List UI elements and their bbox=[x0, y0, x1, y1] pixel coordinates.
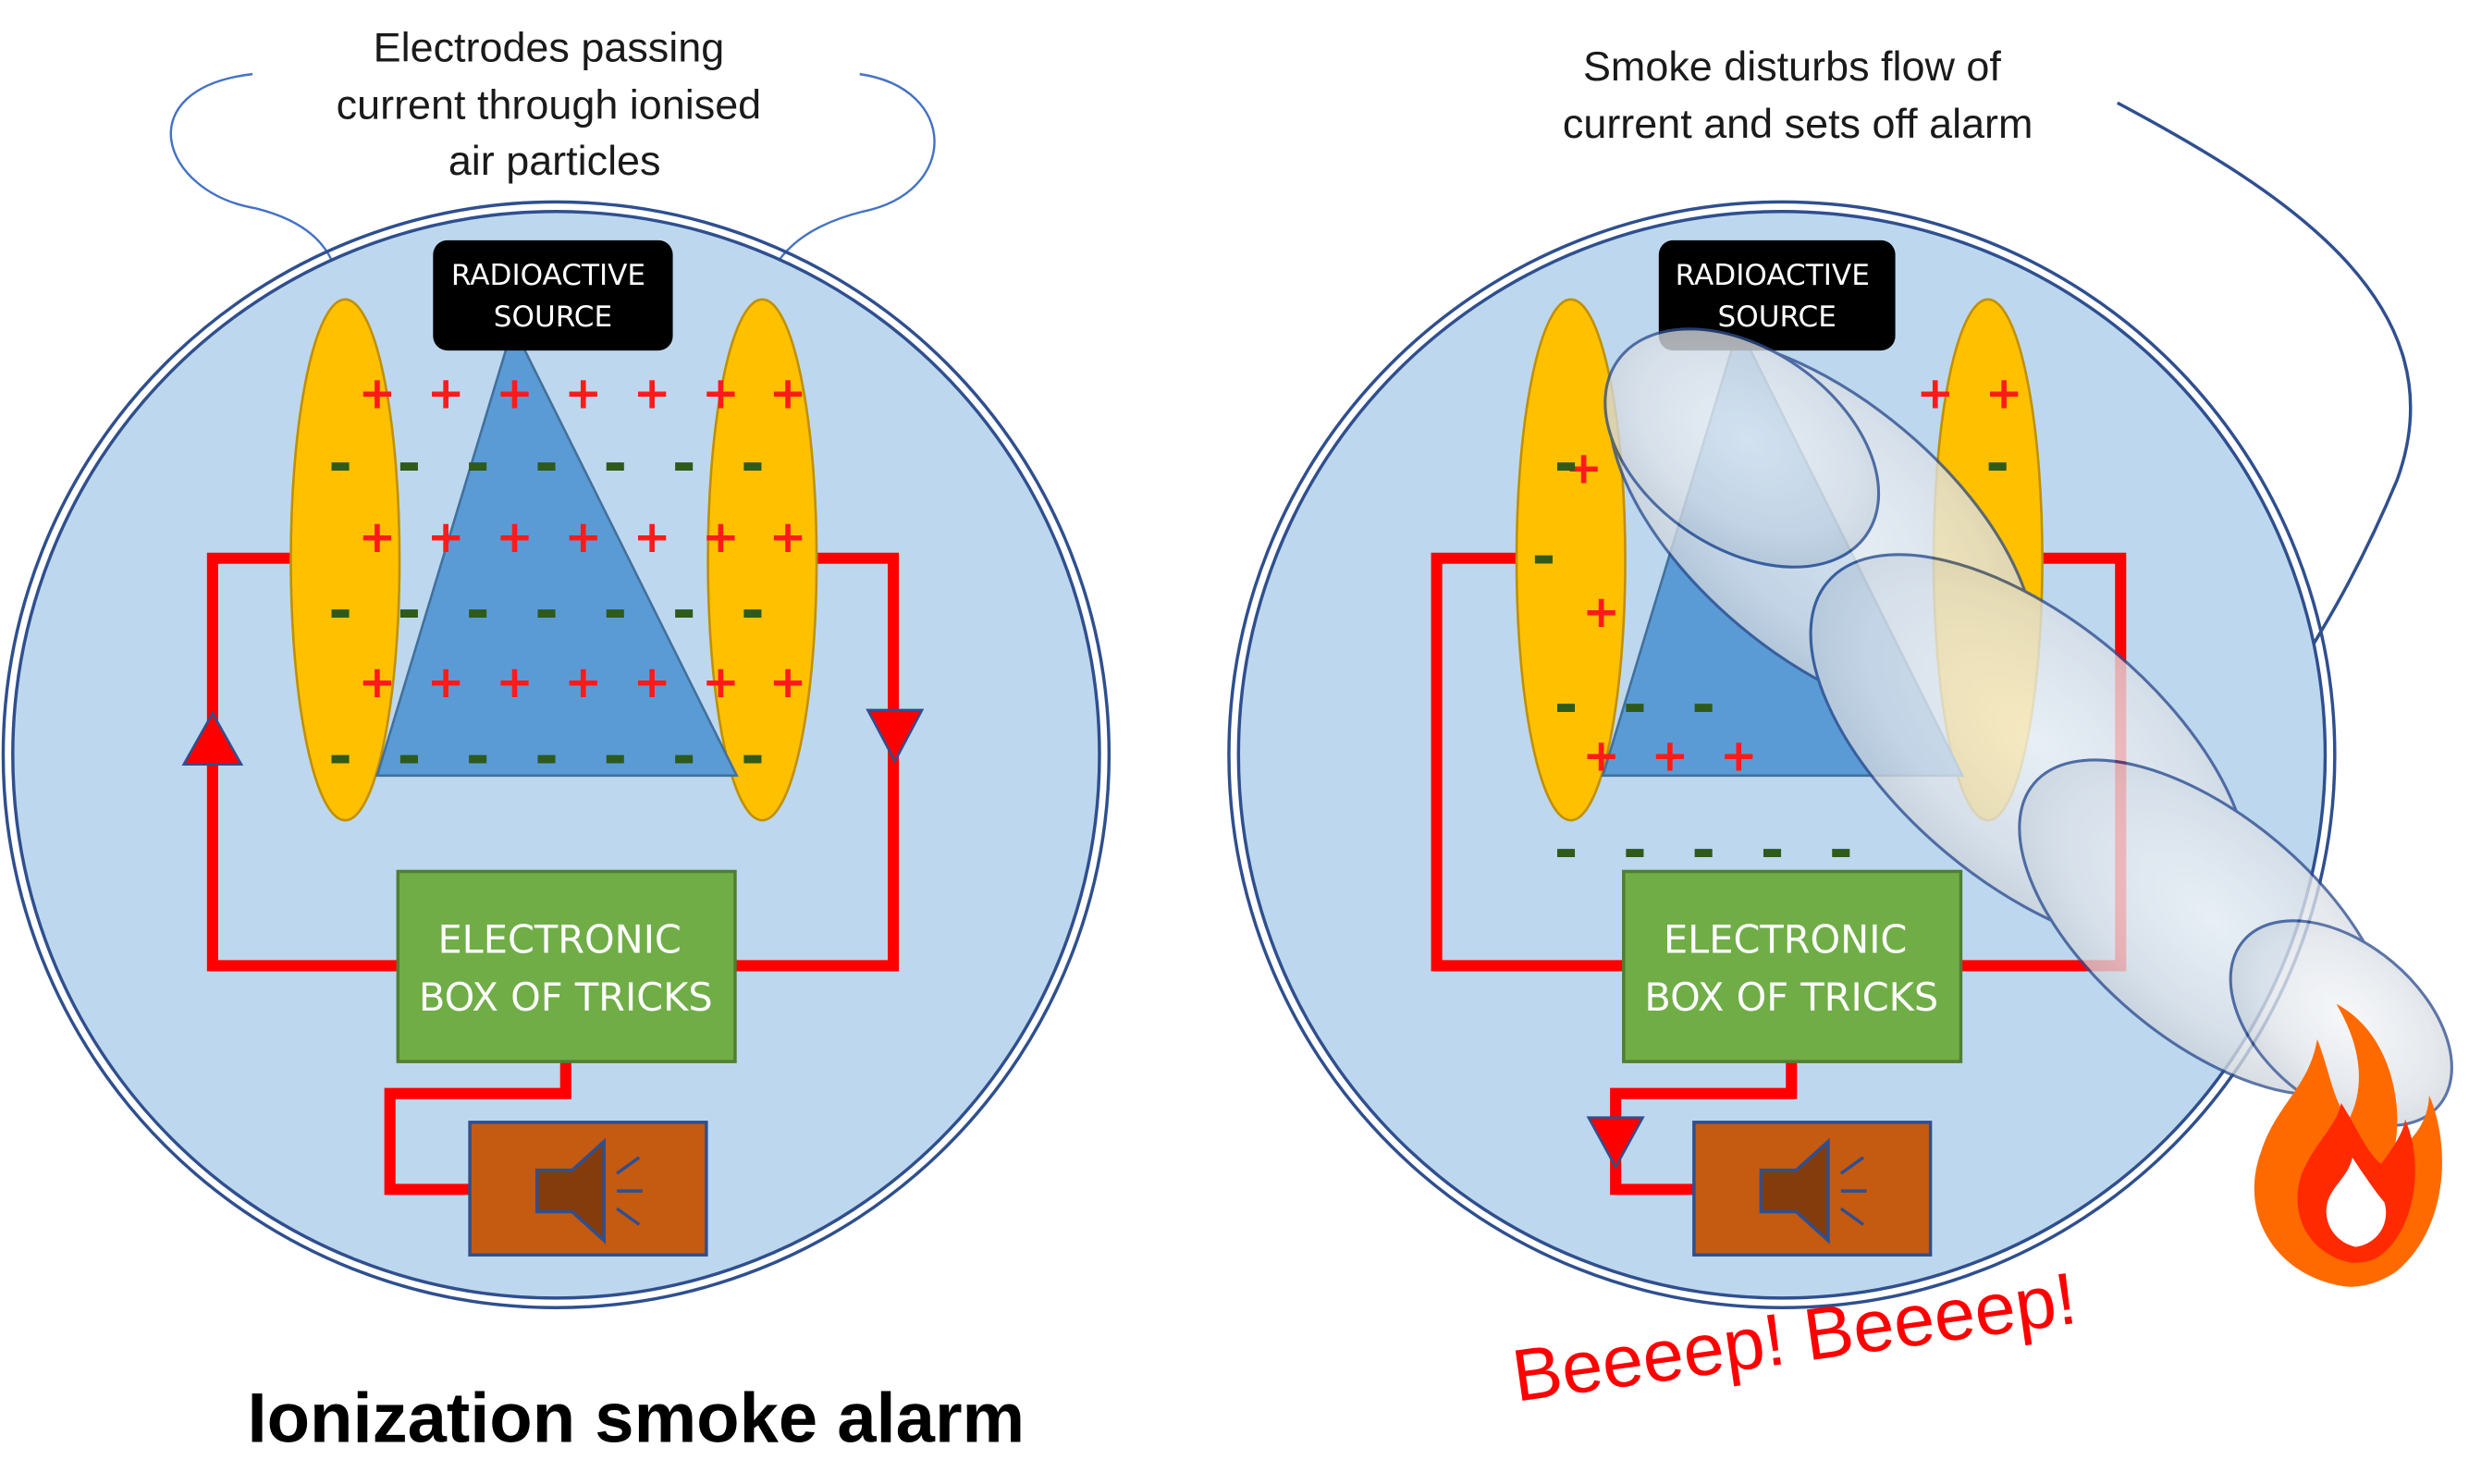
positive-ion: + bbox=[769, 511, 807, 563]
positive-ion: + bbox=[1582, 586, 1620, 638]
left-electrode-left bbox=[289, 298, 401, 822]
positive-ion: + bbox=[702, 511, 740, 563]
negative-ion: - bbox=[603, 722, 627, 790]
positive-ion: + bbox=[769, 656, 807, 708]
left-box-label: ELECTRONIC BOX OF TRICKS bbox=[419, 918, 713, 1020]
negative-ion: - bbox=[466, 577, 490, 644]
positive-ion: + bbox=[427, 367, 465, 419]
speaker-icon bbox=[1759, 1137, 1867, 1245]
positive-ion: + bbox=[769, 367, 807, 419]
right-ion-charges: +++++++----------- bbox=[1531, 367, 2022, 883]
right-panel: Smoke disturbs flow of current and sets … bbox=[1227, 43, 2453, 1417]
positive-ion: + bbox=[359, 656, 397, 708]
positive-ion: + bbox=[565, 656, 603, 708]
positive-ion: + bbox=[359, 367, 397, 419]
negative-ion: - bbox=[741, 577, 765, 644]
positive-ion: + bbox=[633, 511, 671, 563]
left-annotation-arrow-left bbox=[169, 72, 348, 298]
left-electrode-right bbox=[706, 298, 818, 822]
page-title: Ionization smoke alarm bbox=[247, 1379, 1025, 1457]
negative-ion: - bbox=[397, 430, 421, 497]
left-current-arrow-down bbox=[866, 708, 925, 765]
right-electronic-box bbox=[1622, 869, 1963, 1063]
left-ion-charges: +++++++++++++++++++++-------------------… bbox=[328, 367, 806, 789]
negative-ion: - bbox=[672, 722, 696, 790]
left-current-arrow-up bbox=[181, 710, 244, 766]
negative-ion: - bbox=[534, 722, 559, 790]
positive-ion: + bbox=[1565, 443, 1603, 495]
negative-ion: - bbox=[603, 430, 627, 497]
positive-ion: + bbox=[496, 511, 534, 563]
negative-ion: - bbox=[1691, 670, 1715, 738]
negative-ion: - bbox=[603, 577, 627, 644]
negative-ion: - bbox=[534, 430, 559, 497]
negative-ion: - bbox=[397, 577, 421, 644]
negative-ion: - bbox=[741, 722, 765, 790]
smoke-cloud bbox=[1603, 327, 2453, 1128]
negative-ion: - bbox=[741, 430, 765, 497]
negative-ion: - bbox=[328, 577, 352, 644]
positive-ion: + bbox=[633, 656, 671, 708]
negative-ion: - bbox=[672, 430, 696, 497]
flame-icon bbox=[2254, 1003, 2442, 1287]
positive-ion: + bbox=[702, 656, 740, 708]
positive-ion: + bbox=[359, 511, 397, 563]
positive-ion: + bbox=[1985, 367, 2023, 419]
negative-ion: - bbox=[1985, 430, 2009, 497]
right-housing-outer bbox=[1227, 200, 2337, 1309]
left-electronic-box bbox=[396, 869, 737, 1063]
right-box-label: ELECTRONIC BOX OF TRICKS bbox=[1644, 918, 1938, 1020]
positive-ion: + bbox=[427, 656, 465, 708]
negative-ion: - bbox=[397, 722, 421, 790]
right-annotation-arrow bbox=[2116, 101, 2413, 715]
positive-ion: + bbox=[633, 367, 671, 419]
negative-ion: - bbox=[466, 722, 490, 790]
right-radioactive-source bbox=[1658, 239, 1896, 351]
left-housing-outer bbox=[1, 200, 1112, 1309]
negative-ion: - bbox=[466, 430, 490, 497]
positive-ion: + bbox=[565, 367, 603, 419]
positive-ion: + bbox=[702, 367, 740, 419]
negative-ion: - bbox=[1623, 670, 1647, 738]
speaker-icon bbox=[534, 1137, 643, 1245]
right-current-arrow-down bbox=[1586, 1116, 1645, 1170]
right-electrode-left bbox=[1515, 298, 1627, 822]
positive-ion: + bbox=[565, 511, 603, 563]
positive-ion: + bbox=[427, 511, 465, 563]
negative-ion: - bbox=[534, 577, 559, 644]
left-speaker-wire bbox=[384, 1061, 571, 1196]
positive-ion: + bbox=[1917, 367, 1955, 419]
negative-ion: - bbox=[328, 430, 352, 497]
negative-ion: - bbox=[328, 722, 352, 790]
right-annotation: Smoke disturbs flow of current and sets … bbox=[1563, 43, 2033, 147]
positive-ion: + bbox=[1720, 730, 1758, 782]
positive-ion: + bbox=[1652, 730, 1689, 782]
left-annotation-arrow-right bbox=[757, 72, 936, 298]
left-radioactive-source bbox=[433, 239, 673, 351]
negative-ion: - bbox=[1531, 522, 1555, 590]
left-panel: Electrodes passing current through ionis… bbox=[1, 23, 1112, 1309]
negative-ion: - bbox=[1554, 816, 1578, 884]
positive-ion: + bbox=[496, 367, 534, 419]
positive-ion: + bbox=[496, 656, 534, 708]
right-source-label: RADIOACTIVE SOURCE bbox=[1676, 259, 1879, 334]
negative-ion: - bbox=[1554, 670, 1578, 738]
positive-ion: + bbox=[1582, 730, 1620, 782]
left-source-label: RADIOACTIVE SOURCE bbox=[451, 259, 655, 334]
left-annotation: Electrodes passing current through ionis… bbox=[337, 23, 773, 184]
left-ion-cone bbox=[375, 323, 739, 778]
right-speaker-wire bbox=[1610, 1061, 1798, 1196]
negative-ion: - bbox=[672, 577, 696, 644]
negative-ion: - bbox=[1554, 430, 1578, 497]
